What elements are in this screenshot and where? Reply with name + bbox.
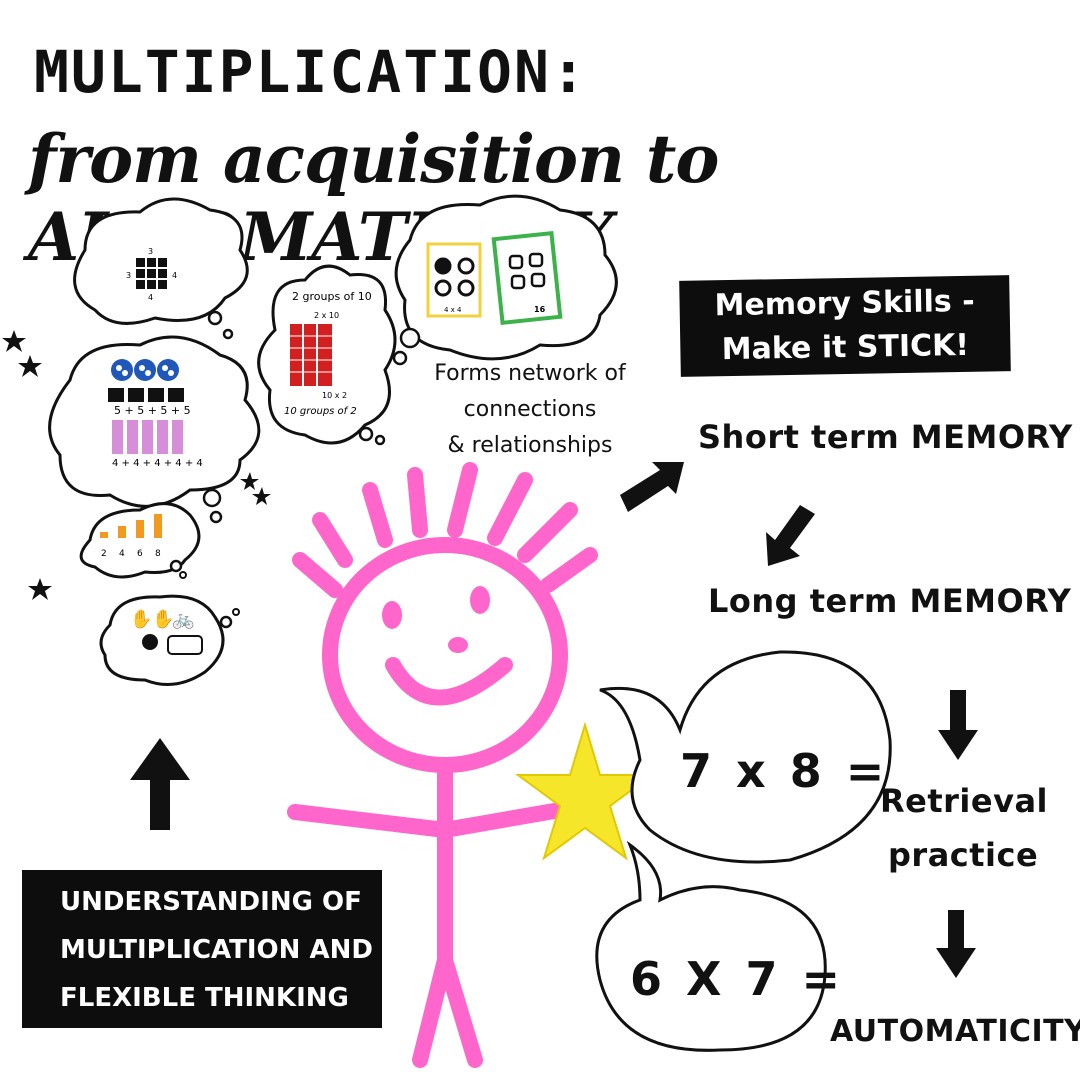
skip-count: 4 <box>119 549 125 559</box>
spider-icon <box>142 634 158 650</box>
thought-bubble-sums: 5 + 5 + 5 + 5 4 + 4 + 4 + 4 + 4 <box>48 335 261 524</box>
thought-bubble-real-world: ✋✋ 🚲 <box>99 594 240 686</box>
star-groups <box>112 420 183 454</box>
skip-count: 6 <box>137 549 143 559</box>
understanding-box: UNDERSTANDING OF MULTIPLICATION AND FLEX… <box>22 870 382 1028</box>
sparkle-star-icon <box>2 330 26 352</box>
retrieval-label-line-2: practice <box>888 836 1039 874</box>
automaticity-label: AUTOMATICITY <box>830 1014 1080 1049</box>
equation-6x7: 6 X 7 = <box>630 952 845 1006</box>
thought-bubble-groups: 2 groups of 10 2 x 10 10 x 2 10 groups o… <box>257 264 397 446</box>
skip-count: 8 <box>155 549 161 559</box>
five-dice-row <box>108 388 184 402</box>
groups-mult-bottom: 10 x 2 <box>322 391 347 400</box>
equation-7x8: 7 x 8 = <box>680 744 889 798</box>
memory-skills-box: Memory Skills - Make it STICK! <box>679 275 1011 377</box>
speech-bubble-1 <box>599 650 892 864</box>
sparkle-star-icon <box>240 472 259 490</box>
skip-count: 2 <box>101 549 107 559</box>
arrow-short-to-long <box>766 505 815 566</box>
understanding-line-3: FLEXIBLE THINKING <box>60 983 349 1013</box>
array-number: 3 <box>148 247 153 256</box>
thought-bubble-cards: 4 x 4 16 <box>392 194 618 366</box>
long-term-memory-label: Long term MEMORY <box>708 582 1072 620</box>
card-green <box>491 231 563 325</box>
sum-fours: 4 + 4 + 4 + 4 + 4 <box>112 458 203 469</box>
network-note: Forms network of connections & relations… <box>430 356 630 464</box>
memory-skills-line-1: Memory Skills - <box>714 283 975 324</box>
array-number: 4 <box>172 271 177 280</box>
network-note-line-1: Forms network of <box>434 361 626 386</box>
groups-label-bottom: 10 groups of 2 <box>284 406 357 417</box>
thought-bubble-skip-count: 2 4 6 8 <box>79 502 201 579</box>
array-number: 4 <box>148 293 153 302</box>
short-term-memory-label: Short term MEMORY <box>698 418 1073 456</box>
stick-figure <box>287 462 598 1068</box>
title-line-1: MULTIPLICATION: <box>34 38 588 106</box>
bicycle-icon: 🚲 <box>172 609 194 630</box>
thought-bubble-array: 3 3 4 4 <box>73 197 249 340</box>
sum-fives: 5 + 5 + 5 + 5 <box>114 404 191 417</box>
arrow-long-to-retrieval <box>938 690 978 760</box>
card-left-label: 4 x 4 <box>444 306 462 314</box>
arrow-retrieval-to-automaticity <box>936 910 976 978</box>
network-note-line-2: connections <box>463 397 597 422</box>
egg-carton-icon <box>167 635 203 655</box>
groups-label-top: 2 groups of 10 <box>292 290 372 303</box>
array-number: 3 <box>126 271 131 280</box>
network-note-line-3: & relationships <box>447 433 613 458</box>
sparkle-star-icon <box>252 487 271 505</box>
blue-dice-row <box>111 359 179 381</box>
memory-skills-line-2: Make it STICK! <box>721 327 970 368</box>
card-yellow <box>426 242 482 318</box>
groups-mult-top: 2 x 10 <box>314 311 339 320</box>
understanding-line-2: MULTIPLICATION AND <box>60 935 373 965</box>
card-right-label: 16 <box>534 305 546 314</box>
arrow-up-understanding <box>130 738 190 830</box>
arrow-to-memory <box>620 462 684 512</box>
hands-icon: ✋✋ <box>130 608 175 630</box>
sparkle-star-icon <box>18 355 42 377</box>
understanding-line-1: UNDERSTANDING OF <box>60 887 362 917</box>
retrieval-label-line-1: Retrieval <box>880 782 1049 820</box>
speech-bubble-2 <box>595 840 827 1052</box>
sparkle-stars <box>2 330 271 600</box>
sparkle-star-icon <box>28 578 52 600</box>
